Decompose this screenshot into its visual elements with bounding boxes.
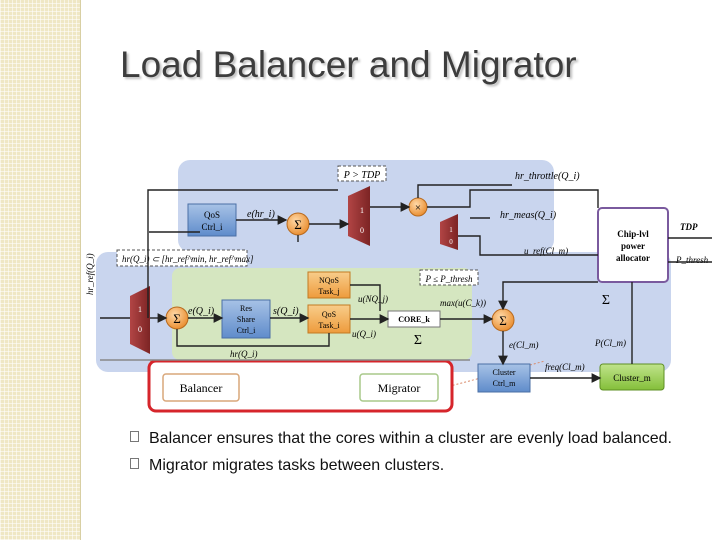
bullet-item: Balancer ensures that the cores within a…	[130, 428, 700, 449]
svg-text:P > TDP: P > TDP	[343, 170, 381, 181]
load-balancer-diagram: P > TDP hr_throttle(Q_i) QoS Ctrl_i e(hr…	[85, 160, 712, 413]
mux-top-label-1: 1	[360, 206, 364, 215]
multiply-symbol: ×	[415, 202, 421, 214]
hr-range-label: hr(Q_i) ⊂ [hr_ref^min, hr_ref^max]	[122, 254, 254, 264]
chip-allocator-line1: Chip-lvl	[617, 229, 649, 239]
mux-top-label-0: 0	[360, 226, 364, 235]
hr-throttle-label: hr_throttle(Q_i)	[515, 171, 580, 182]
u-nq-label: u(NQ_j)	[358, 294, 388, 304]
bullet-square-icon	[130, 458, 139, 469]
mux-small	[440, 214, 458, 250]
mux-top	[348, 186, 370, 246]
bullet-item: Migrator migrates tasks between clusters…	[130, 455, 700, 476]
sidebar-divider	[80, 0, 81, 540]
mux-left-label-1: 1	[138, 305, 142, 314]
res-share-ctrl-block	[221, 299, 271, 339]
nqos-task-line1: NQoS	[319, 276, 339, 285]
bullet-text-balancer: Balancer ensures that the cores within a…	[149, 430, 672, 447]
hr-ref-vertical-label: hr_ref(Q_i)	[85, 253, 95, 295]
u-q-label: u(Q_i)	[352, 329, 376, 339]
core-label: CORE_k	[398, 315, 430, 324]
qos-task-line1: QoS	[322, 310, 336, 319]
e-cl-label: e(Cl_m)	[509, 340, 539, 350]
page-title: Load Balancer and Migrator	[120, 44, 577, 85]
core-sigma: Σ	[414, 333, 422, 348]
hr-q-bottom-label: hr(Q_i)	[230, 349, 258, 359]
e-q-label: e(Q_i)	[188, 306, 215, 317]
migrator-label: Migrator	[378, 381, 421, 395]
balancer-block	[162, 373, 240, 402]
nqos-task-block	[307, 271, 351, 299]
chip-allocator-line3: allocator	[616, 253, 650, 263]
migrator-block	[359, 373, 439, 402]
balancer-label: Balancer	[180, 381, 223, 395]
p-thresh-right-label: P_thresh	[675, 255, 709, 265]
cluster-sigma: Σ	[602, 293, 610, 308]
qos-ctrl-line1: QoS	[204, 210, 220, 220]
u-ref-label: u_ref(Cl_m)	[524, 246, 568, 256]
p-tdp-label: P > TDP	[337, 165, 387, 182]
res-share-line1: Res	[240, 304, 252, 313]
sum-top-symbol: Σ	[294, 217, 302, 232]
chip-allocator-line2: power	[621, 241, 645, 251]
qos-ctrl-line2: Ctrl_i	[201, 222, 223, 232]
cluster-label: Cluster_m	[613, 373, 651, 383]
cluster-ctrl-line2: Ctrl_m	[493, 379, 516, 388]
res-share-line3: Ctrl_i	[237, 326, 256, 335]
nqos-task-line2: Task_j	[318, 287, 339, 296]
decorative-sidebar	[0, 0, 80, 540]
s-q-label: s(Q_i)	[273, 306, 299, 317]
hr-meas-label: hr_meas(Q_i)	[500, 210, 557, 221]
sum-right-symbol: Σ	[499, 313, 507, 328]
cluster-ctrl-block	[477, 363, 531, 393]
qos-ctrl-block	[187, 203, 237, 237]
mux-left-label-0: 0	[138, 325, 142, 334]
tdp-label: TDP	[680, 222, 698, 232]
bullet-text-migrator: Migrator migrates tasks between clusters…	[149, 457, 445, 474]
qos-task-line2: Task_i	[318, 321, 340, 330]
sum-left-symbol: Σ	[173, 311, 181, 326]
p-cl-label: P(Cl_m)	[594, 338, 626, 348]
mux-small-label-1: 1	[449, 226, 453, 234]
e-hr-label: e(hr_i)	[247, 209, 275, 220]
bullet-square-icon	[130, 431, 139, 442]
mux-left	[130, 286, 150, 354]
mux-small-label-0: 0	[449, 238, 453, 246]
res-share-line2: Share	[237, 315, 256, 324]
max-u-label: max(u(C_k))	[440, 298, 486, 308]
p-le-thresh-label: P ≤ P_thresh	[425, 274, 473, 284]
freq-cl-label: freq(Cl_m)	[545, 362, 585, 372]
bullet-list: Balancer ensures that the cores within a…	[130, 428, 700, 482]
chip-allocator-block	[597, 207, 669, 283]
cluster-ctrl-line1: Cluster	[492, 368, 515, 377]
